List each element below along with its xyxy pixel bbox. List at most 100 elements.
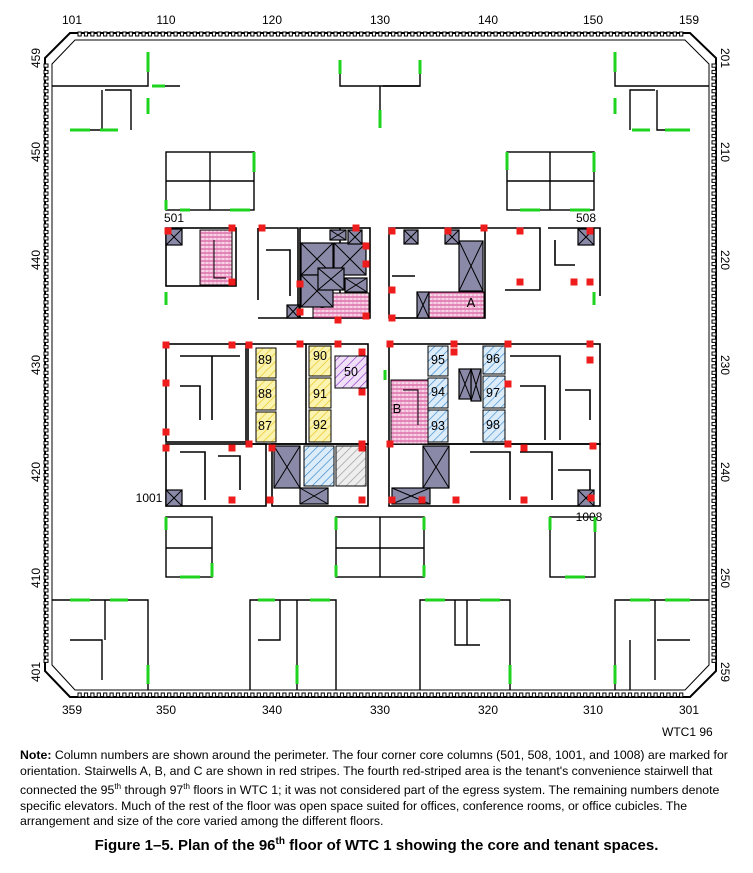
perimeter-column-tick bbox=[43, 441, 49, 446]
perimeter-column-tick bbox=[43, 306, 49, 311]
stairwells: C A B bbox=[199, 229, 485, 445]
perimeter-column-tick bbox=[77, 31, 82, 37]
perimeter-column-tick bbox=[442, 31, 447, 37]
perimeter-column-tick bbox=[43, 159, 49, 164]
perimeter-column-tick bbox=[711, 204, 717, 209]
perimeter-column-tick bbox=[103, 692, 108, 698]
perimeter-column-tick bbox=[167, 31, 172, 37]
perimeter-column-tick bbox=[557, 692, 562, 698]
elevator-label-91: 91 bbox=[313, 387, 327, 401]
perimeter-column-tick bbox=[320, 31, 325, 37]
perimeter-column-tick bbox=[43, 569, 49, 574]
perimeter-column-tick bbox=[43, 453, 49, 459]
perimeter-column-tick bbox=[711, 402, 717, 407]
perimeter-column-tick bbox=[43, 434, 49, 439]
perimeter-column-tick bbox=[43, 581, 49, 587]
perimeter-column-tick bbox=[711, 191, 717, 196]
perimeter-column-tick bbox=[397, 31, 402, 37]
perimeter-column-tick bbox=[595, 31, 601, 37]
elevator-label-88: 88 bbox=[258, 387, 272, 401]
bottom-col-340: 340 bbox=[262, 703, 282, 717]
perimeter-column-tick bbox=[429, 31, 434, 37]
perimeter-column-tick bbox=[43, 293, 49, 299]
perimeter-column-tick bbox=[346, 31, 351, 37]
elevator-gray-lower-shaft bbox=[335, 445, 367, 487]
perimeter-column-tick bbox=[43, 191, 49, 196]
perimeter-column-tick bbox=[43, 108, 49, 113]
perimeter-column-tick bbox=[711, 153, 717, 158]
perimeter-column-tick bbox=[711, 460, 717, 465]
perimeter-column-tick bbox=[711, 197, 717, 203]
core-column bbox=[296, 308, 304, 316]
perimeter-column-tick bbox=[243, 31, 249, 37]
perimeter-column-tick bbox=[711, 364, 717, 369]
right-col-201: 201 bbox=[718, 48, 732, 68]
perimeter-column-tick bbox=[711, 421, 717, 427]
elevator-bank-cross bbox=[165, 489, 183, 507]
perimeter-column-tick bbox=[711, 268, 717, 273]
perimeter-column-tick bbox=[43, 197, 49, 203]
perimeter-column-tick bbox=[205, 31, 210, 37]
perimeter-column-tick bbox=[711, 217, 717, 222]
perimeter-column-tick bbox=[186, 692, 191, 698]
top-col-101: 101 bbox=[62, 13, 82, 27]
perimeter-column-tick bbox=[711, 89, 717, 94]
perimeter-column-tick bbox=[711, 556, 717, 561]
perimeter-column-tick bbox=[43, 524, 49, 529]
core-column bbox=[520, 496, 528, 504]
perimeter-column-tick bbox=[211, 31, 217, 37]
elevator-bank-cross bbox=[458, 240, 484, 292]
perimeter-column-tick bbox=[499, 31, 505, 37]
perimeter-column-tick bbox=[43, 658, 49, 663]
perimeter-column-tick bbox=[218, 31, 223, 37]
perimeter-column-tick bbox=[43, 620, 49, 625]
perimeter-column-tick bbox=[43, 460, 49, 465]
perimeter-column-tick bbox=[90, 31, 95, 37]
perimeter-column-tick bbox=[307, 692, 313, 698]
perimeter-column-tick bbox=[339, 31, 345, 37]
perimeter-column-tick bbox=[570, 692, 575, 698]
core-column bbox=[587, 494, 595, 502]
bottom-col-301: 301 bbox=[679, 703, 699, 717]
core-column bbox=[162, 444, 170, 452]
perimeter-column-tick bbox=[43, 178, 49, 183]
perimeter-column-tick bbox=[602, 31, 607, 37]
perimeter-column-tick bbox=[480, 692, 485, 698]
elevator-93-shaft bbox=[427, 409, 449, 443]
perimeter-column-tick bbox=[43, 210, 49, 215]
perimeter-column-tick bbox=[205, 692, 210, 698]
perimeter-column-tick bbox=[423, 692, 428, 698]
perimeter-column-tick bbox=[711, 633, 717, 638]
perimeter-column-tick bbox=[167, 692, 172, 698]
right-col-230: 230 bbox=[718, 355, 732, 375]
elevator-label-96: 96 bbox=[486, 352, 500, 366]
perimeter-column-tick bbox=[269, 31, 274, 37]
note-sup-2: th bbox=[183, 782, 190, 792]
perimeter-column-tick bbox=[711, 306, 717, 311]
perimeter-column-tick bbox=[711, 325, 717, 331]
perimeter-column-tick bbox=[43, 274, 49, 279]
perimeter-column-tick bbox=[179, 692, 185, 698]
tenant-convenience-stair bbox=[199, 229, 233, 286]
perimeter-column-tick bbox=[83, 692, 89, 698]
perimeter-column-tick bbox=[538, 31, 543, 37]
perimeter-column-tick bbox=[467, 31, 473, 37]
perimeter-column-tick bbox=[627, 692, 633, 698]
perimeter-column-tick bbox=[711, 108, 717, 113]
perimeter-column-tick bbox=[711, 159, 717, 164]
core-column bbox=[362, 312, 370, 320]
perimeter-column-tick bbox=[179, 31, 185, 37]
perimeter-column-tick bbox=[320, 692, 325, 698]
perimeter-column-tick bbox=[711, 441, 717, 446]
perimeter-column-tick bbox=[589, 692, 594, 698]
perimeter-column-tick bbox=[282, 692, 287, 698]
perimeter-column-tick bbox=[359, 31, 364, 37]
perimeter-column-tick bbox=[544, 692, 549, 698]
perimeter-column-tick bbox=[711, 236, 717, 241]
perimeter-column-tick bbox=[43, 101, 49, 107]
core-column bbox=[162, 341, 170, 349]
perimeter-column-tick bbox=[43, 537, 49, 542]
core-column bbox=[362, 260, 370, 268]
core-column bbox=[586, 278, 594, 286]
figure-caption: Figure 1–5. Plan of the 96th floor of WT… bbox=[0, 836, 753, 854]
